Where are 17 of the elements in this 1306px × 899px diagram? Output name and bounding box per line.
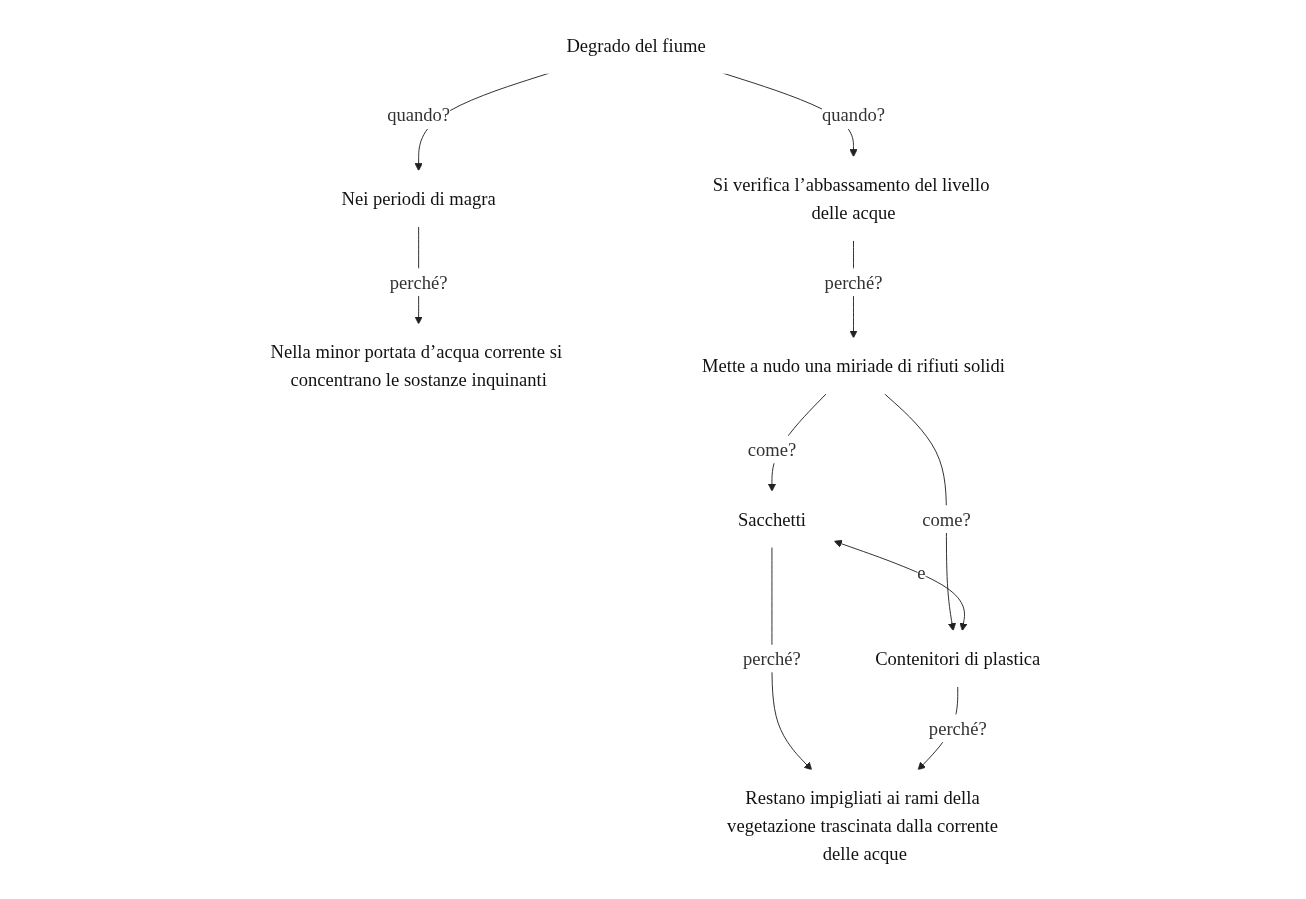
- node-text: Restano impigliati ai rami della vegetazione trascinata dalla corrente delle acque: [727, 787, 999, 864]
- edge-label: come?: [747, 439, 797, 460]
- node-text: Si verifica l’abbassamento del livello delle acque: [713, 174, 990, 223]
- node-text: Mette a nudo una miriade di rifiuti solidi: [702, 355, 1006, 377]
- edge-label: perché?: [389, 272, 448, 293]
- edge-label: quando?: [822, 104, 886, 126]
- node-text: Degrado del fiume: [566, 35, 706, 56]
- node-text: Contenitori di plastica: [875, 648, 1041, 669]
- edge-label: perché?: [929, 718, 987, 739]
- node-text: Sacchetti: [738, 508, 807, 530]
- edge-label: e: [917, 561, 926, 583]
- edge-label: perché?: [743, 648, 802, 669]
- node-text: Nella minor portata d’acqua corrente si concentrano le sostanze inquinanti: [270, 341, 563, 391]
- edge-label: come?: [922, 508, 971, 530]
- edge-label: quando?: [387, 104, 451, 126]
- edge-label: perché?: [824, 272, 883, 293]
- node-text: Nei periodi di magra: [341, 188, 496, 209]
